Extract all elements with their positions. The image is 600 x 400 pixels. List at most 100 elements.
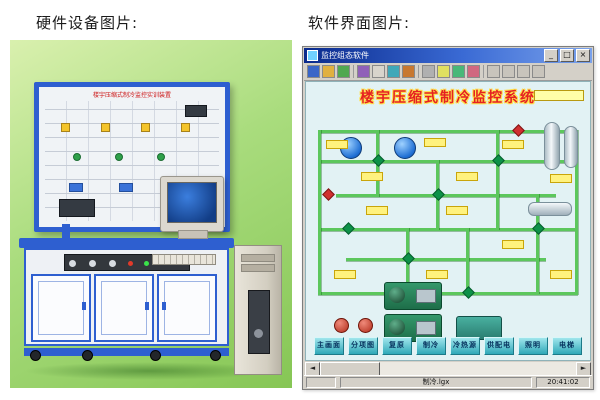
door-knob [162, 302, 166, 310]
scroll-right-arrow-icon[interactable]: ► [576, 362, 591, 377]
toolbar [304, 63, 592, 81]
hardware-photo: 楼宇压缩式制冷监控实训装置 [10, 40, 292, 388]
nav-button-subsystem[interactable]: 分项图 [348, 337, 378, 355]
drive-bay [241, 254, 275, 262]
app-icon [307, 50, 318, 61]
horizontal-scrollbar: ◄ ► [305, 362, 591, 377]
cabinet-door [94, 274, 154, 342]
toolbar-separator [418, 65, 419, 78]
status-cell-empty [306, 376, 336, 388]
valve-icon [322, 188, 335, 201]
pipe [536, 194, 539, 294]
door-inner-trim [164, 281, 210, 335]
toolbar-icon[interactable] [487, 65, 500, 78]
monitor-stand [178, 230, 208, 239]
time-display-box [534, 90, 584, 101]
scada-main-title: 楼宇压缩式制冷监控系统 [360, 90, 536, 106]
toolbar-icon[interactable] [372, 65, 385, 78]
toolbar-icon[interactable] [517, 65, 530, 78]
hardware-caption: 硬件设备图片: [36, 14, 139, 32]
nav-button-elevator[interactable]: 电梯 [552, 337, 582, 355]
pipe [575, 130, 578, 295]
pipe [496, 130, 499, 230]
plc-module [59, 199, 95, 217]
nav-button-reset[interactable]: 复原 [382, 337, 412, 355]
toolbar-icon[interactable] [437, 65, 450, 78]
door-knob [82, 302, 86, 310]
toolbar-separator [353, 65, 354, 78]
panel-module-icon [69, 183, 83, 192]
caster-wheel [210, 350, 221, 361]
label-tag [366, 206, 388, 215]
condenser-cylinder [544, 122, 560, 170]
panel-component-icon [61, 123, 70, 132]
equipment-cabinet [19, 238, 234, 361]
nav-button-main[interactable]: 主画面 [314, 337, 344, 355]
software-window: 监控组态软件 _ □ × 楼宇压缩式制冷监控系统 [302, 46, 594, 390]
pc-tower [234, 245, 282, 375]
scroll-left-arrow-icon[interactable]: ◄ [305, 362, 320, 377]
close-button[interactable]: × [576, 49, 590, 62]
caster-wheel [30, 350, 41, 361]
red-led-icon [128, 261, 134, 266]
valve-icon [462, 286, 475, 299]
door-inner-trim [101, 281, 147, 335]
nav-button-power[interactable]: 供配电 [484, 337, 514, 355]
caster-wheel [150, 350, 161, 361]
pump-icon [334, 318, 349, 333]
maximize-button[interactable]: □ [560, 49, 574, 62]
toolbar-icon[interactable] [337, 65, 350, 78]
nav-button-cooling[interactable]: 制冷 [416, 337, 446, 355]
control-knob [69, 260, 76, 267]
receiver-tank [528, 202, 572, 216]
toolbar-icon[interactable] [307, 65, 320, 78]
condenser-cylinder [564, 126, 578, 168]
pipe [318, 160, 578, 163]
status-bar: 制冷.lgx 20:41:02 [304, 375, 592, 388]
label-tag [446, 206, 468, 215]
toolbar-icon[interactable] [357, 65, 370, 78]
door-knob [145, 302, 149, 310]
valve-icon [372, 154, 385, 167]
label-tag [550, 174, 572, 183]
valve-icon [402, 252, 415, 265]
cabinet-door [157, 274, 217, 342]
status-file-name: 制冷.lgx [340, 376, 532, 388]
valve-icon [532, 222, 545, 235]
nav-button-lighting[interactable]: 照明 [518, 337, 548, 355]
cabinet-door [31, 274, 91, 342]
valve-icon [492, 154, 505, 167]
toolbar-icon[interactable] [502, 65, 515, 78]
cabinet-countertop [19, 238, 234, 248]
toolbar-icon[interactable] [422, 65, 435, 78]
minimize-button[interactable]: _ [544, 49, 558, 62]
toolbar-icon[interactable] [467, 65, 480, 78]
toolbar-icon[interactable] [322, 65, 335, 78]
label-tag [550, 270, 572, 279]
panel-indicator-icon [115, 153, 123, 161]
label-tag [326, 140, 348, 149]
panel-post [62, 224, 70, 240]
toolbar-icon[interactable] [452, 65, 465, 78]
cabinet-body [24, 248, 229, 346]
toolbar-icon[interactable] [387, 65, 400, 78]
window-title-bar: 监控组态软件 _ □ × [304, 48, 592, 63]
compressor-box [416, 321, 436, 335]
label-tag [424, 138, 446, 147]
pump-icon [358, 318, 373, 333]
label-tag [502, 240, 524, 249]
toolbar-icon[interactable] [402, 65, 415, 78]
pipe [346, 258, 546, 261]
panel-title: 楼宇压缩式制冷监控实训装置 [92, 92, 171, 99]
panel-component-icon [101, 123, 110, 132]
panel-component-icon [181, 123, 190, 132]
valve-icon [512, 124, 525, 137]
control-knob [89, 260, 97, 267]
nav-button-heat-source[interactable]: 冷热源 [450, 337, 480, 355]
toolbar-icon[interactable] [532, 65, 545, 78]
panel-indicator-icon [157, 153, 165, 161]
window-title: 监控组态软件 [321, 51, 369, 60]
pipe [318, 130, 321, 295]
compressor-motor-icon [389, 319, 405, 335]
